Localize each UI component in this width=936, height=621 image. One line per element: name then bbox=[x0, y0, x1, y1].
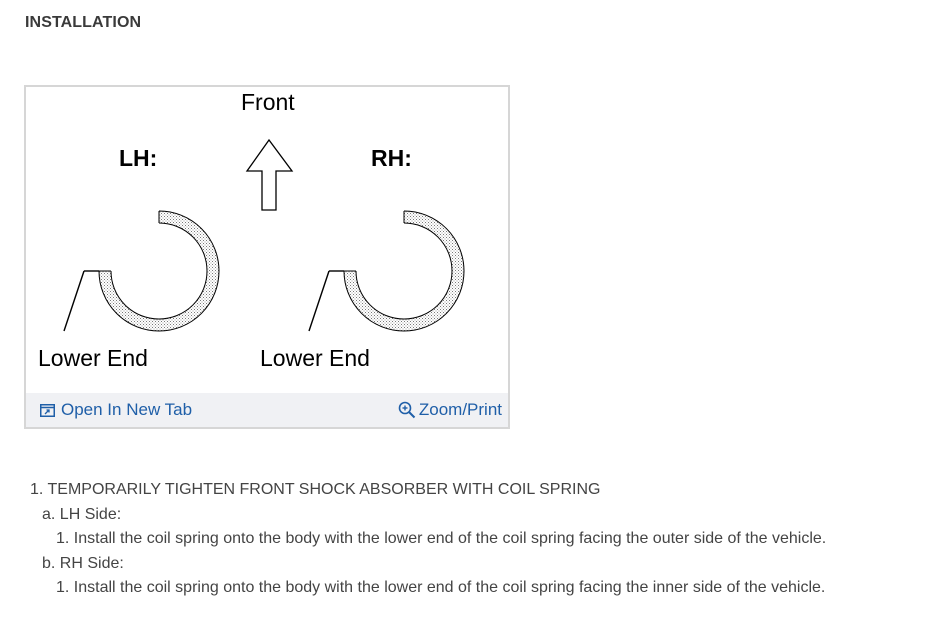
zoom-print-label: Zoom/Print bbox=[418, 400, 502, 419]
open-in-new-tab-label: Open In New Tab bbox=[61, 400, 193, 419]
step-1b: b. RH Side: bbox=[42, 554, 124, 572]
figure-container: Front LH: RH: Lower End Lower End Open I… bbox=[24, 85, 510, 429]
figure-toolbar: Open In New Tab Zoom/Print bbox=[26, 393, 508, 427]
front-label: Front bbox=[241, 89, 295, 115]
zoom-in-icon bbox=[398, 401, 416, 419]
zoom-print-link[interactable]: Zoom/Print bbox=[398, 400, 502, 420]
step-1a-1: 1. Install the coil spring onto the body… bbox=[56, 530, 827, 547]
open-new-tab-icon bbox=[40, 403, 55, 417]
step-1: 1. TEMPORARILY TIGHTEN FRONT SHOCK ABSOR… bbox=[30, 481, 601, 498]
step-1b-1: 1. Install the coil spring onto the body… bbox=[56, 579, 826, 596]
lh-coil-spring bbox=[63, 197, 220, 332]
rh-coil-spring bbox=[308, 197, 465, 332]
lh-label: LH: bbox=[119, 145, 158, 171]
lower-end-label-right: Lower End bbox=[260, 345, 370, 371]
lower-end-label-left: Lower End bbox=[38, 345, 148, 371]
rh-label: RH: bbox=[371, 145, 412, 171]
procedure-steps: 1. TEMPORARILY TIGHTEN FRONT SHOCK ABSOR… bbox=[30, 478, 826, 601]
front-arrow-icon bbox=[245, 138, 294, 211]
coil-spring-diagram bbox=[63, 138, 465, 332]
step-1a: a. LH Side: bbox=[42, 505, 122, 523]
section-title: INSTALLATION bbox=[25, 14, 142, 31]
open-in-new-tab-link[interactable]: Open In New Tab bbox=[40, 400, 192, 420]
